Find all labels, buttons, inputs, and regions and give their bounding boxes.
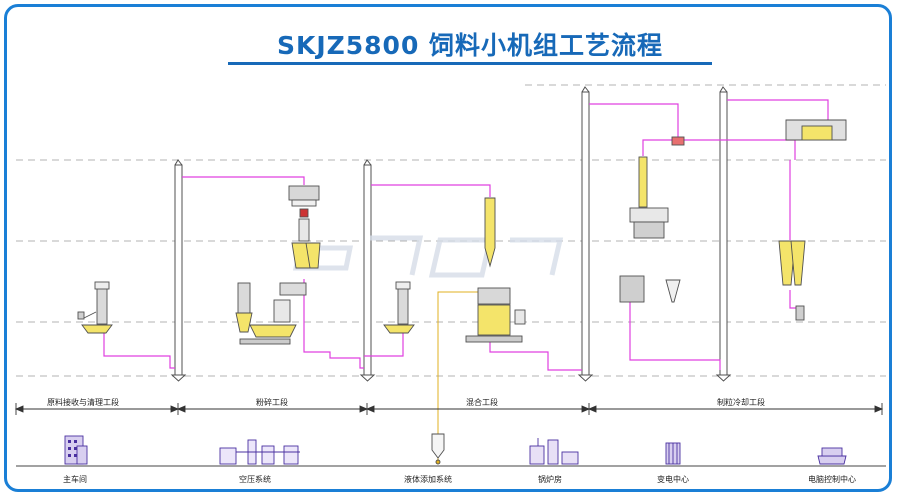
- facility-label-boiler-room: 锅炉房: [538, 475, 562, 484]
- facility-label-liquid-addition: 液体添加系统: [404, 475, 452, 484]
- section-label-grinding: 粉碎工段: [256, 398, 288, 407]
- conveying-pipes: [103, 99, 829, 371]
- page-title: SKJZ5800 饲料小机组工艺流程: [276, 31, 664, 60]
- title-underline: [228, 62, 712, 65]
- section-label-pelleting: 制粒冷却工段: [717, 398, 765, 407]
- boiler-icon: [529, 438, 579, 465]
- facility-label-computer-control: 电脑控制中心: [808, 475, 856, 484]
- elevator-2: [359, 159, 376, 382]
- watermark-logo: [292, 235, 564, 278]
- air-compressor-icon: [219, 439, 300, 465]
- section-label-mixing: 混合工段: [466, 398, 498, 407]
- liquid-line: [437, 291, 478, 462]
- substation-icon: [665, 442, 681, 465]
- facility-label-substation: 变电中心: [657, 475, 689, 484]
- liquid-tank-icon: [431, 433, 445, 465]
- pelleting-equipment: [619, 119, 847, 321]
- intake-equipment: [77, 281, 113, 334]
- facility-label-air-compressor: 空压系统: [239, 475, 271, 484]
- elevator-4: [715, 86, 732, 382]
- mixing-equipment: [383, 197, 526, 343]
- grinding-equipment: [235, 185, 321, 345]
- section-divider: [14, 403, 884, 415]
- elevator-3: [577, 86, 594, 382]
- facility-label-main-workshop: 主车间: [63, 475, 87, 484]
- building-icon: [64, 435, 88, 465]
- computer-control-icon: [817, 447, 847, 465]
- section-label-raw-material: 原料接收与清理工段: [47, 398, 119, 407]
- elevator-1: [170, 159, 187, 382]
- floor-lines: [16, 84, 886, 377]
- bucket-elevators: [170, 86, 732, 382]
